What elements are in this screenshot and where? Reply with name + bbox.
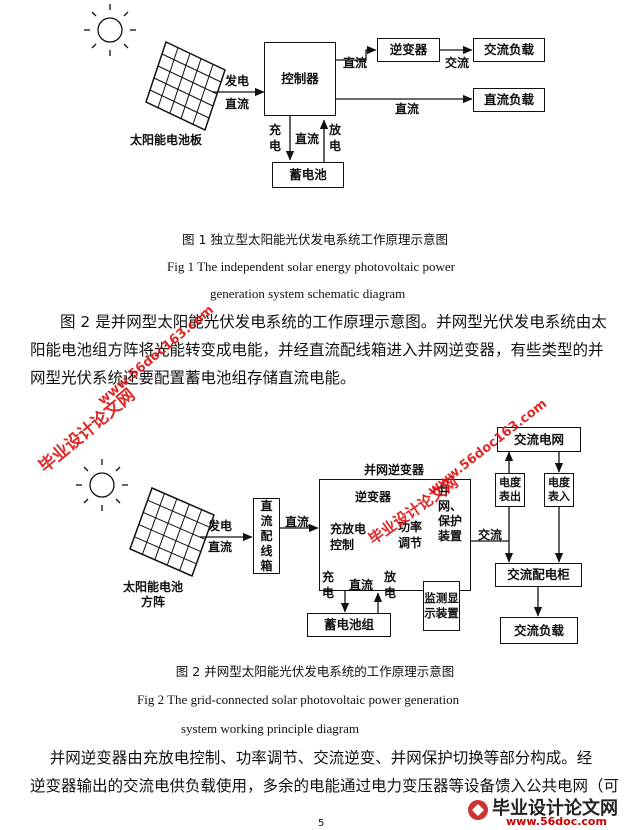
- discharge-label-2: 放电: [383, 570, 396, 600]
- page-number: 5: [318, 818, 325, 829]
- ac-label: 交流: [445, 56, 470, 70]
- battery-box: 蓄电池: [272, 162, 344, 188]
- charge-label: 充电: [268, 123, 281, 153]
- ac-label-2: 交流: [478, 528, 503, 542]
- ac-cabinet-box: 交流配电柜: [495, 563, 582, 587]
- fig2-caption-cn: 图 2 并网型太阳能光伏发电系统的工作原理示意图: [175, 664, 455, 679]
- monitor-box: 监测显示装置: [423, 581, 460, 631]
- gen-label-2: 发电: [208, 519, 233, 533]
- dc-load-label: 直流负载: [483, 92, 534, 108]
- array-label: 太阳能电池方阵: [123, 580, 184, 609]
- power-adjust-label: 功率调节: [398, 520, 423, 550]
- ac-load-label: 交流负载: [483, 42, 534, 58]
- logo-icon: [468, 800, 488, 820]
- dc-mid-label-2: 直流: [349, 578, 374, 592]
- solar-array-icon: [129, 486, 215, 578]
- inverter-box: 逆变器: [377, 38, 440, 62]
- dc-load-box: 直流负载: [473, 88, 545, 112]
- controller-label: 控制器: [281, 71, 319, 87]
- logo-title: 毕业设计论文网: [492, 798, 618, 819]
- controller-box: 控制器: [264, 42, 336, 116]
- solar-panel-icon: [145, 40, 226, 132]
- discharge-label: 放电: [328, 123, 341, 153]
- logo-url: www.56doc.com: [506, 815, 607, 828]
- dc-label-2: 直流: [208, 540, 233, 554]
- gen-label: 发电: [225, 74, 250, 88]
- fig2-caption-en-2: system working principle diagram: [181, 721, 359, 736]
- monitor-label: 监测显示装置: [424, 591, 459, 620]
- meter-out-label: 电度表出: [499, 476, 521, 503]
- fig1-caption-en-1: Fig 1 The independent solar energy photo…: [167, 259, 455, 274]
- meter-in-box: 电度表入: [544, 473, 574, 507]
- dc-to-inverter-label: 直流: [343, 56, 368, 70]
- paragraph-1: 图 2 是并网型太阳能光伏发电系统的工作原理示意图。并网型光伏发电系统由太 阳能…: [30, 308, 626, 392]
- panel-label: 太阳能电池板: [130, 133, 203, 147]
- battery-group-box: 蓄电池组: [307, 613, 391, 637]
- grid-protect-label: 并网、保护装置: [438, 484, 463, 543]
- ac-cabinet-label: 交流配电柜: [507, 567, 570, 583]
- site-logo: 毕业设计论文网 www.56doc.com: [466, 794, 626, 828]
- ac-grid-box: 交流电网: [497, 427, 581, 452]
- dc-distribution-label: 直流配线箱: [260, 498, 273, 573]
- sun-icon: [84, 4, 136, 56]
- dc-mid-label: 直流: [295, 132, 320, 146]
- fig2-caption-en-1: Fig 2 The grid-connected solar photovolt…: [137, 692, 460, 707]
- fig1-caption-en-2: generation system schematic diagram: [210, 286, 406, 301]
- fig1-caption-cn: 图 1 独立型太阳能光伏发电系统工作原理示意图: [182, 232, 448, 247]
- paragraph-1-line-1: 图 2 是并网型太阳能光伏发电系统的工作原理示意图。并网型光伏发电系统由太: [60, 313, 607, 331]
- battery-label: 蓄电池: [289, 167, 327, 183]
- dc-after-box-label: 直流: [285, 515, 310, 529]
- ac-load-box-2: 交流负载: [500, 617, 578, 644]
- charge-label-2: 充电: [321, 570, 334, 600]
- sun-icon-2: [76, 459, 128, 511]
- meter-in-label: 电度表入: [548, 476, 570, 503]
- inverter-label-2: 逆变器: [355, 490, 392, 504]
- paragraph-2: 并网逆变器由充放电控制、功率调节、交流逆变、并网保护切换等部分构成。经 逆变器输…: [30, 744, 626, 800]
- ac-load-box: 交流负载: [473, 38, 545, 62]
- paragraph-1-line-3: 网型光伏系统还要配置蓄电池组存储直流电能。: [30, 369, 356, 387]
- dc-distribution-box: 直流配线箱: [253, 498, 280, 574]
- charge-control-label: 充放电控制: [330, 522, 367, 552]
- dc-label: 直流: [225, 97, 250, 111]
- inverter-label: 逆变器: [389, 42, 428, 58]
- ac-grid-label: 交流电网: [513, 431, 564, 447]
- grid-inverter-box: [319, 479, 471, 591]
- paragraph-1-line-2: 阳能电池组方阵将光能转变成电能，并经直流配线箱进入并网逆变器，有些类型的并: [30, 341, 604, 359]
- battery-group-label: 蓄电池组: [323, 617, 374, 633]
- dc-to-load-label: 直流: [395, 102, 420, 116]
- paragraph-2-line-2: 逆变器输出的交流电供负载使用，多余的电能通过电力变压器等设备馈入公共电网（可: [30, 777, 620, 795]
- meter-out-box: 电度表出: [495, 473, 525, 507]
- ac-load-label-2: 交流负载: [513, 622, 564, 638]
- paragraph-2-line-1: 并网逆变器由充放电控制、功率调节、交流逆变、并网保护切换等部分构成。经: [30, 749, 593, 767]
- grid-inverter-title: 并网逆变器: [364, 463, 425, 477]
